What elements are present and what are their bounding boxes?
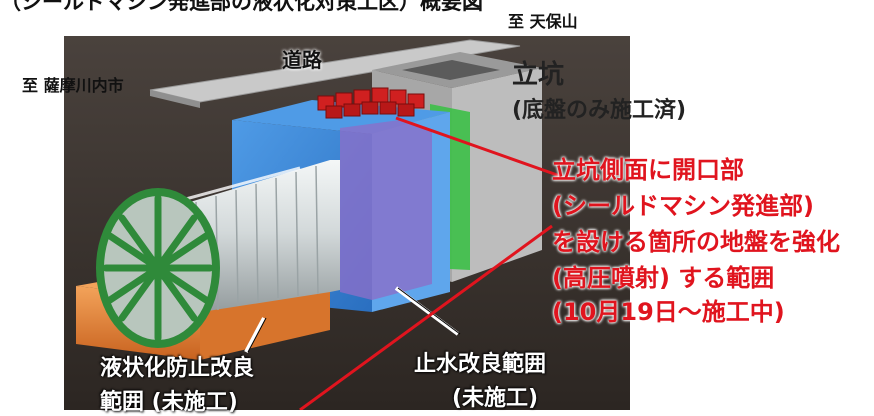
shaft-status-label: (底盤のみ施工済) bbox=[512, 98, 687, 123]
header-title-fragment: （シールドマシン発進部の液状化対策工区）概要図 bbox=[0, 0, 483, 14]
liquefaction-range-label-1: 液状化防止改良 bbox=[100, 356, 255, 381]
red-ground-blocks bbox=[317, 87, 425, 119]
callout-line-1: 立坑側面に開口部 bbox=[552, 156, 744, 184]
callout-line-upper bbox=[395, 116, 561, 178]
cutter-head bbox=[96, 188, 220, 348]
water-stop-range-label-2: (未施工) bbox=[452, 386, 539, 411]
destination-tenpozan-label: 至 天保山 bbox=[508, 12, 578, 31]
road-label: 道路 bbox=[282, 48, 322, 72]
callout-line-3: を設ける箇所の地盤を強化 bbox=[552, 228, 840, 256]
liquefaction-leader-line bbox=[244, 317, 266, 353]
liquefaction-leader-line-shadow bbox=[247, 317, 267, 353]
destination-satsuma-label: 至 薩摩川内市 bbox=[22, 76, 124, 95]
water-stop-leader-line bbox=[394, 286, 460, 336]
shaft-label: 立坑 bbox=[512, 60, 565, 90]
road-edge bbox=[150, 90, 200, 108]
liquefaction-range-label-2: 範囲 (未施工) bbox=[100, 390, 238, 415]
target-zone bbox=[340, 120, 432, 300]
callout-line-4: (高圧噴射) する範囲 bbox=[552, 264, 775, 292]
water-stop-leader-line-shadow bbox=[397, 287, 461, 335]
shaft-front bbox=[452, 68, 542, 282]
callout-line-5: (10月19日～施工中) bbox=[552, 298, 785, 326]
callout-line-2: (シールドマシン発進部) bbox=[552, 192, 814, 220]
callout-line-lower bbox=[299, 224, 553, 410]
shaft-top-opening bbox=[402, 60, 500, 80]
water-stop-range-label-1: 止水改良範囲 bbox=[414, 352, 547, 377]
